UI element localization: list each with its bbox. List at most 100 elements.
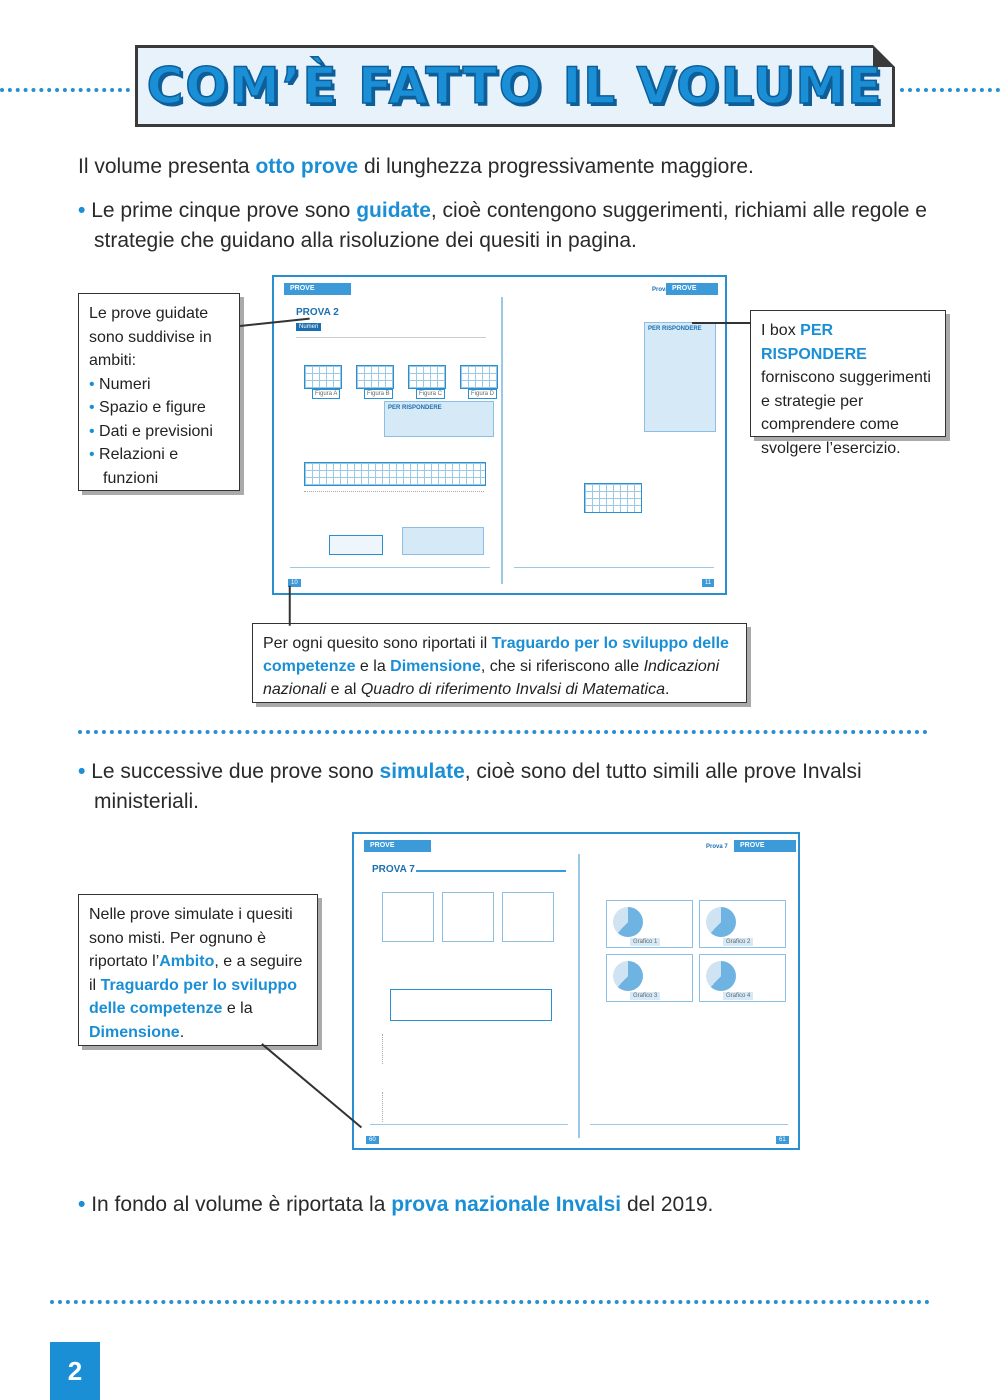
callout-italic-quadro: Quadro di riferimento Invalsi di Matemat… xyxy=(360,681,665,698)
ambito-item: • Relazioni e funzioni xyxy=(89,443,229,490)
callout-highlight-dimensione: Dimensione xyxy=(390,658,481,675)
bullet-dot: • xyxy=(89,399,100,416)
callout-text: I box xyxy=(761,322,801,339)
top-dotted-rule-left xyxy=(0,88,130,92)
figure-d xyxy=(460,365,498,389)
bullet-dot: • xyxy=(89,422,100,440)
options-block-2 xyxy=(382,1092,443,1122)
bullet-dot: • xyxy=(78,1193,86,1216)
ambito-item: • Numeri xyxy=(89,373,229,397)
pie-chart-icon xyxy=(706,961,736,991)
callout-highlight: PER RISPONDERE xyxy=(761,322,867,363)
ambito-label: Relazioni e funzioni xyxy=(99,446,179,487)
per-rispondere-box-title: PER RISPONDERE xyxy=(388,405,442,411)
options-line xyxy=(304,491,484,493)
bullet-dot: • xyxy=(89,375,100,393)
bullet-dot: • xyxy=(78,760,86,783)
callout-text: Per ogni quesito sono riportati il xyxy=(263,635,492,652)
final-bullet: • In fondo al volume è riportata la prov… xyxy=(78,1190,938,1220)
figure-b xyxy=(356,365,394,389)
bottom-rule-left xyxy=(370,1124,568,1126)
callout-text: e al xyxy=(326,681,361,698)
heading-rule xyxy=(416,870,566,873)
pie-chart-icon xyxy=(613,907,643,937)
page-number-left: 10 xyxy=(288,579,301,587)
bottom-dotted-rule xyxy=(50,1300,930,1304)
prova-heading: PROVA 7 xyxy=(372,864,415,875)
isometric-figure-1 xyxy=(382,892,434,942)
per-rispondere-box-3-title: PER RISPONDERE xyxy=(648,326,702,332)
page-divider xyxy=(578,854,580,1138)
simulated-highlight: simulate xyxy=(379,760,465,783)
arrow-cases xyxy=(390,989,552,1021)
callout-ambiti-lead: Le prove guidate sono suddivise in ambit… xyxy=(89,305,212,369)
guided-highlight: guidate xyxy=(356,199,431,222)
figure-c-label: Figura C xyxy=(416,389,446,399)
callout-highlight-traguardo: Traguardo per lo sviluppo delle competen… xyxy=(263,635,729,675)
section-tag: Numeri xyxy=(296,323,322,331)
intro-text-end: di lunghezza progressivamente maggiore. xyxy=(358,155,754,178)
figure-b-label: Figura B xyxy=(364,389,393,399)
chart-4 xyxy=(699,954,786,1002)
title-box: COM’È FATTO IL VOLUME xyxy=(135,45,895,127)
guided-bullet: • Le prime cinque prove sono guidate, ci… xyxy=(78,196,954,256)
dots-frame xyxy=(329,535,383,555)
figure-a-label: Figura A xyxy=(312,389,341,399)
bottom-rule-left xyxy=(290,567,490,569)
simulated-text: Le successive due prove sono xyxy=(91,760,380,783)
final-highlight: prova nazionale Invalsi xyxy=(391,1193,622,1216)
chart-4-label: Grafico 4 xyxy=(723,992,754,1000)
guided-pages-preview: PROVE GUIDATE Prova 2 PROVE GUIDATE PROV… xyxy=(272,275,727,595)
callout-prove-simulate: Nelle prove simulate i quesiti sono mist… xyxy=(78,894,318,1046)
leader-line-traguardo xyxy=(289,585,291,626)
figure-a xyxy=(304,365,342,389)
guided-text-end: , cioè contengono suggerimenti, richiami… xyxy=(94,199,927,252)
callout-traguardo: Per ogni quesito sono riportati il Tragu… xyxy=(252,623,747,703)
callout-italic-indicazioni: Indicazioni nazionali xyxy=(263,658,720,698)
ambito-label: Spazio e figure xyxy=(99,399,206,416)
page-number-left: 60 xyxy=(366,1136,379,1144)
guided-text: Le prime cinque prove sono xyxy=(91,199,357,222)
leader-line-per-rispondere xyxy=(692,322,750,324)
right-page-tab: PROVE GUIDATE xyxy=(666,283,718,304)
bottom-rule-right xyxy=(590,1124,788,1126)
question-line xyxy=(296,337,486,354)
leader-line-simulate xyxy=(261,1043,363,1128)
final-text: In fondo al volume è riportata la xyxy=(91,1193,392,1216)
top-dotted-rule-right xyxy=(900,88,1000,92)
options-block xyxy=(382,1034,443,1064)
page-number: 2 xyxy=(50,1342,100,1400)
page-number-right: 61 xyxy=(776,1136,789,1144)
callout-text-end: forniscono suggerimenti e strategie per … xyxy=(761,369,931,457)
chart-2-label: Grafico 2 xyxy=(723,938,754,946)
left-page-tab: PROVE SIMULATE xyxy=(364,840,431,861)
page-title: COM’È FATTO IL VOLUME xyxy=(146,56,884,116)
callout-text: . xyxy=(179,1023,185,1041)
right-page-label: Prova 2 xyxy=(652,287,674,293)
intro-text: Il volume presenta xyxy=(78,155,256,178)
callout-text: , e a seguire il xyxy=(89,953,303,994)
grid-exercise xyxy=(584,483,642,513)
callout-per-rispondere: I box PER RISPONDERE forniscono suggerim… xyxy=(750,310,946,457)
callout-text: Nelle prove simulate i quesiti sono mist… xyxy=(89,906,293,970)
callout-ambiti: Le prove guidate sono suddivise in ambit… xyxy=(78,293,240,491)
per-rispondere-box-3: PER RISPONDERE xyxy=(644,322,716,432)
ambito-label: Numeri xyxy=(99,375,151,393)
final-text-end: del 2019. xyxy=(621,1193,714,1216)
callout-text: , che si riferiscono alle xyxy=(480,658,644,675)
right-page-label: Prova 7 xyxy=(706,844,728,850)
intro-highlight: otto prove xyxy=(255,155,359,178)
callout-highlight-dimensione: Dimensione xyxy=(89,1023,180,1041)
ambito-label: Dati e previsioni xyxy=(99,422,213,440)
bottom-rule-right xyxy=(514,567,714,569)
ambito-item: • Dati e previsioni xyxy=(89,420,229,444)
pie-chart-icon xyxy=(706,907,736,937)
simulated-pages-preview: PROVE SIMULATE Prova 7 PROVE SIMULATE PR… xyxy=(352,832,800,1150)
pie-chart-icon xyxy=(613,961,643,991)
figure-c xyxy=(408,365,446,389)
left-page-tab: PROVE GUIDATE xyxy=(284,283,351,304)
bullet-dot: • xyxy=(89,446,100,463)
shapes-row xyxy=(304,462,486,486)
title-box-folded-corner xyxy=(873,45,895,67)
callout-text: . xyxy=(664,681,670,698)
